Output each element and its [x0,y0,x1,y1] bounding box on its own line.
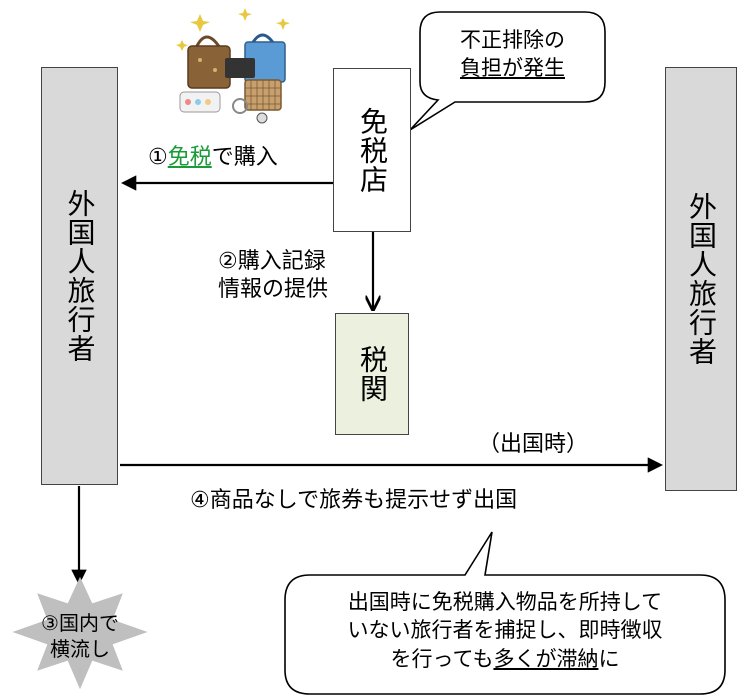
step2-line1: ②購入記録 [218,249,326,274]
note-line1: 出国時に免税購入物品を所持して [347,590,663,614]
note-line3: を行っても多くが滞納に [288,645,722,673]
note-line3-b: 多くが滞納 [493,646,599,671]
note-speech-bubble [284,531,726,695]
step3-line1: ③国内で [41,611,119,635]
step3-label: ③国内で 横流し [20,610,140,662]
store-bubble-text: 不正排除の 負担が発生 [420,26,605,83]
customs-label: 税関 [356,345,389,403]
store-bubble-line2: 負担が発生 [460,56,565,81]
traveler-right-label: 外国人旅行者 [685,192,718,366]
step1-highlight: 免税 [167,145,212,170]
note-line3-c: に [598,646,620,671]
step3-line2: 横流し [50,637,110,661]
customs-box: 税関 [335,313,409,435]
departure-label: （出国時） [478,432,589,457]
traveler-left-label: 外国人旅行者 [63,189,97,363]
store-bubble-line1: 不正排除の [460,28,565,52]
duty-free-store-box: 免税店 [333,68,411,232]
step2-label: ②購入記録 情報の提供 [218,248,328,303]
step1-prefix: ① [148,145,168,170]
step1-label: ①免税で購入 [148,145,278,171]
note-line3-a: を行っても [390,646,494,671]
store-label: 免税店 [356,106,389,194]
step4-label: ④商品なしで旅券も提示せず出国 [190,488,518,513]
traveler-box-right: 外国人旅行者 [665,67,737,491]
note-bubble-text: 出国時に免税購入物品を所持して いない旅行者を捕捉し、即時徴収 を行っても多くが… [288,588,722,673]
note-line2: いない旅行者を捕捉し、即時徴収 [347,618,663,643]
step2-line2: 情報の提供 [218,276,329,302]
resale-starburst [12,576,148,690]
store-speech-bubble [409,11,606,131]
traveler-box-left: 外国人旅行者 [41,67,118,485]
step1-suffix: で購入 [211,145,278,170]
